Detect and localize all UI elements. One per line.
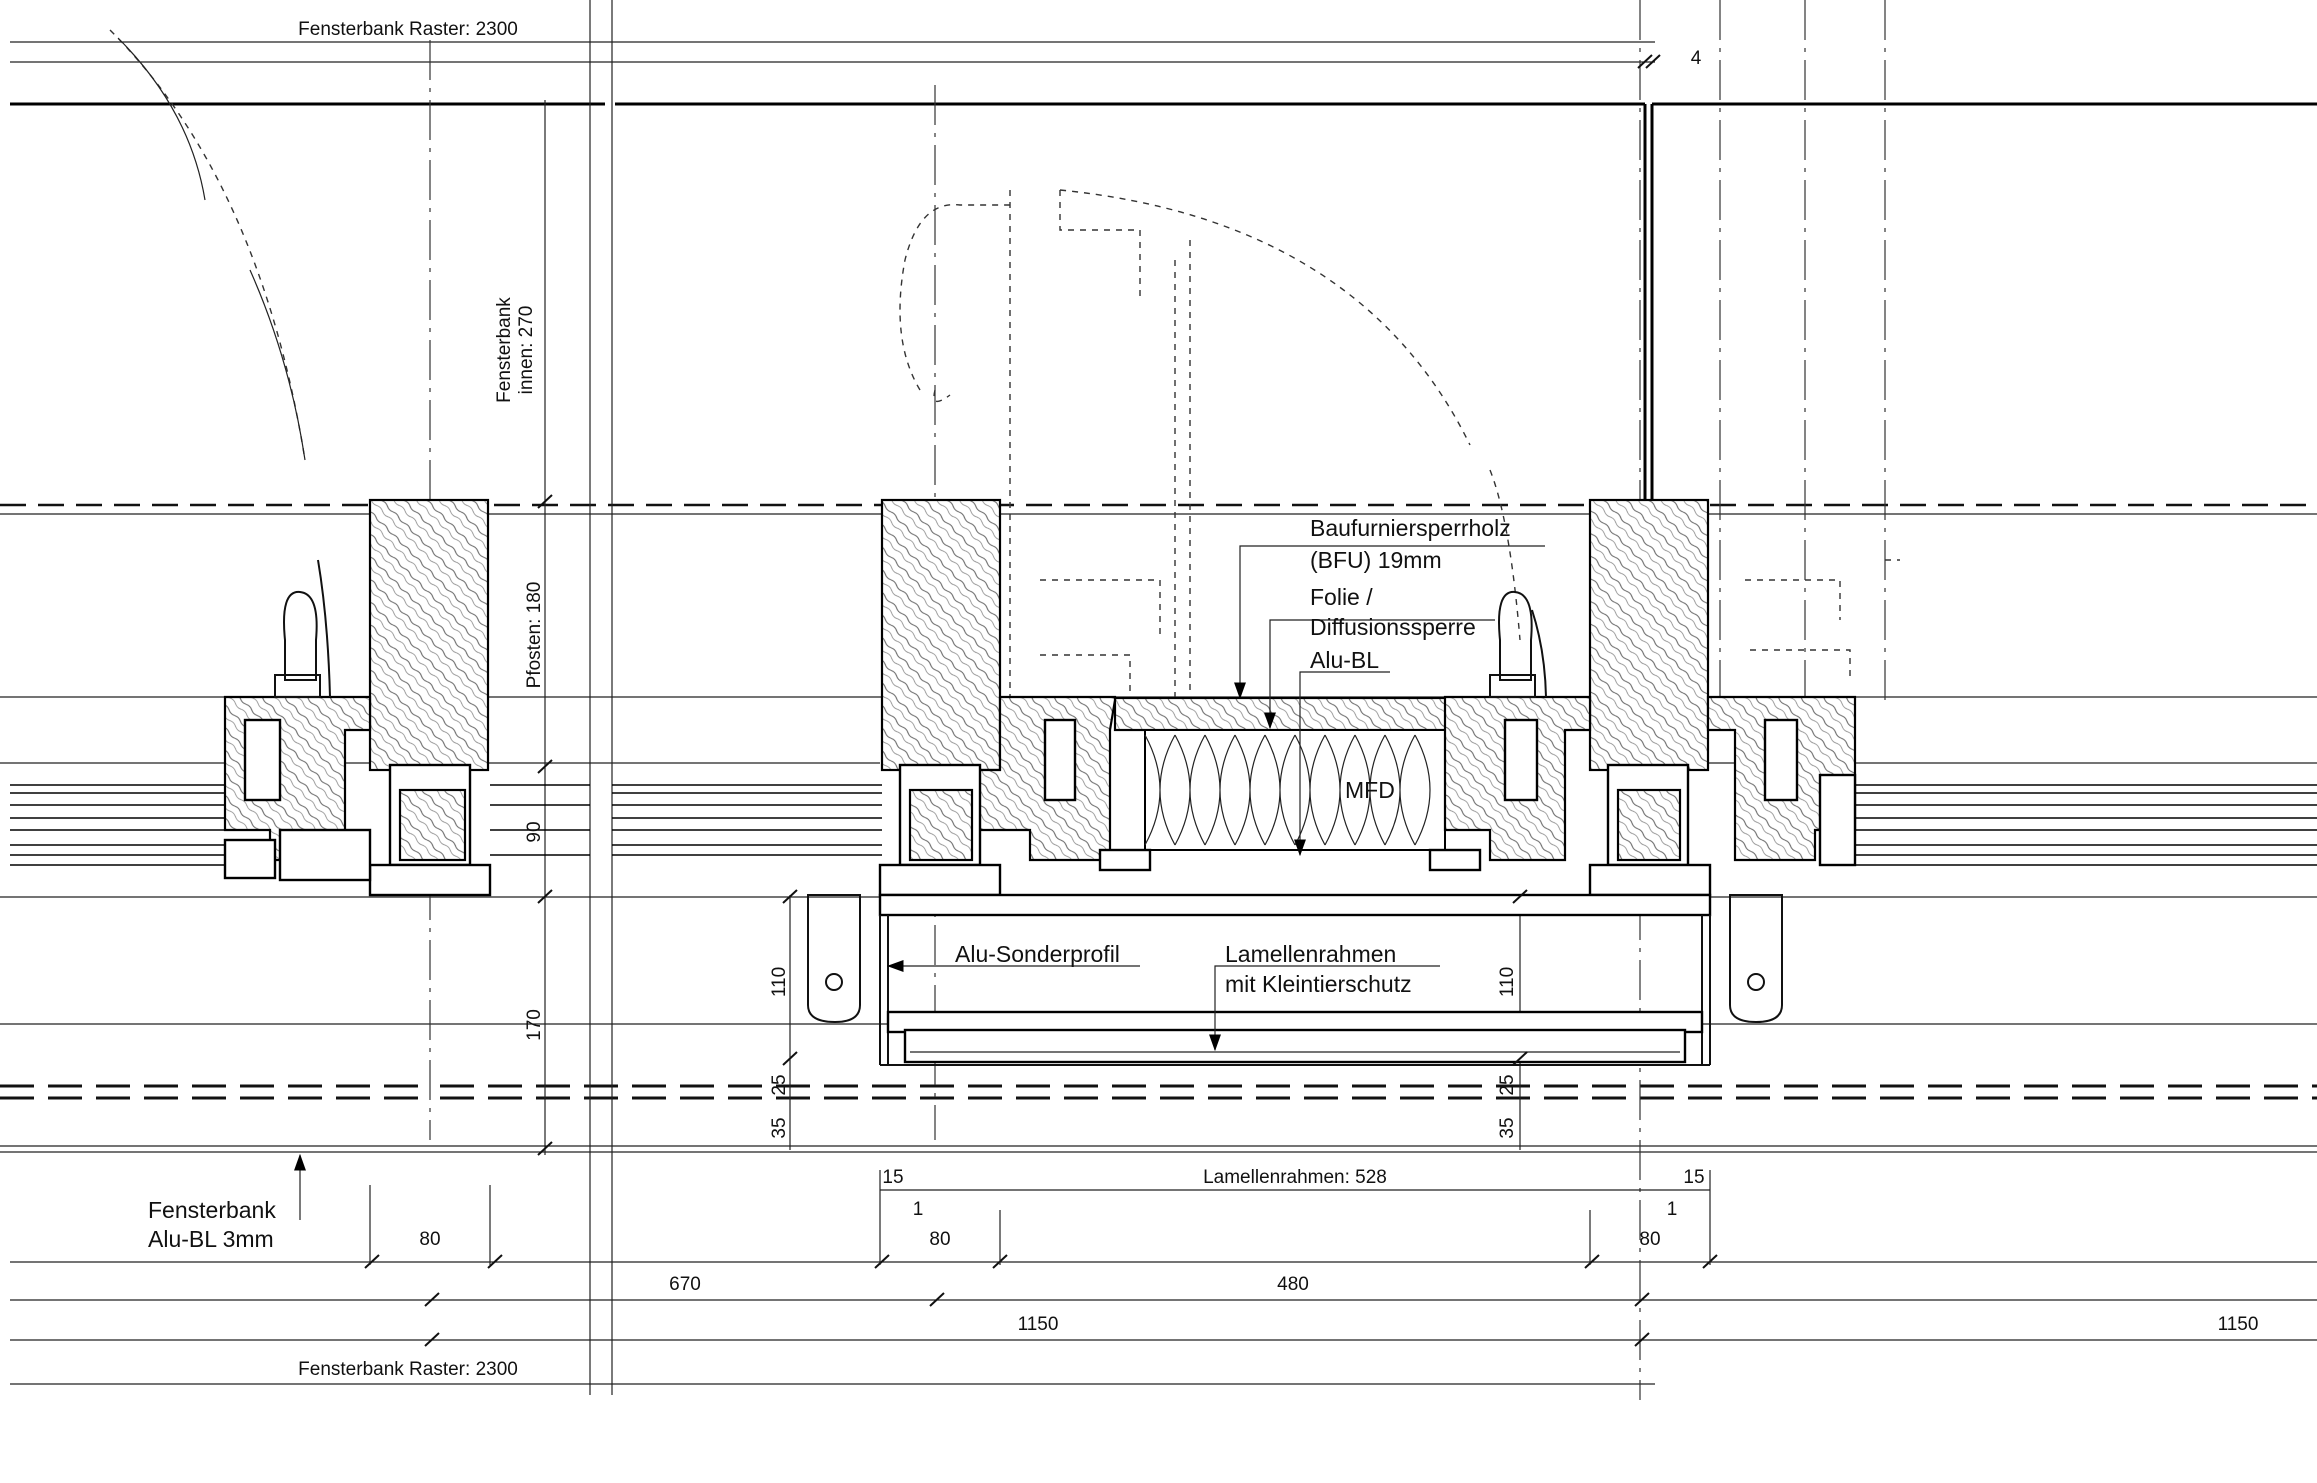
label-fensterbank-2: Alu-BL 3mm xyxy=(148,1226,274,1252)
dimension-ticks xyxy=(364,54,1718,1347)
leader-arrows xyxy=(294,545,1545,1220)
label-baufurnier-2: (BFU) 19mm xyxy=(1310,547,1442,573)
wood-post-center xyxy=(880,498,1002,772)
insulation-loops xyxy=(1144,734,1431,846)
mfd-insulation xyxy=(1144,729,1446,851)
dim-35-left: 35 xyxy=(769,1117,790,1138)
label-folie-2: Diffusionssperre xyxy=(1310,614,1476,640)
dim-170: 170 xyxy=(524,1009,545,1041)
dim-90: 90 xyxy=(524,821,545,842)
dim-1-left: 1 xyxy=(913,1199,924,1220)
dim-pfosten: Pfosten: 180 xyxy=(524,582,545,689)
label-alu-sonderprofil: Alu-Sonderprofil xyxy=(955,941,1120,967)
reference-lines xyxy=(0,0,2317,1400)
frame-profiles-right xyxy=(1706,695,1857,867)
window-handle-left xyxy=(283,590,318,681)
dim-80-c: 80 xyxy=(1639,1229,1660,1250)
dim-80-a: 80 xyxy=(419,1229,440,1250)
dim-lamellenrahmen: Lamellenrahmen: 528 xyxy=(1203,1167,1387,1188)
dim-1-right: 1 xyxy=(1667,1199,1678,1220)
dim-1150-a: 1150 xyxy=(1018,1314,1059,1335)
dim-fensterbank-innen-1: Fensterbank xyxy=(494,297,515,403)
window-handle-center xyxy=(1498,590,1533,681)
dim-15-left: 15 xyxy=(882,1167,903,1188)
label-mfd: MFD xyxy=(1345,777,1395,803)
open-sash-outline xyxy=(899,189,1900,700)
hinge-right xyxy=(1729,894,1783,1024)
hinge-left xyxy=(807,894,861,1024)
label-fensterbank-1: Fensterbank xyxy=(148,1197,276,1223)
dim-25-left: 25 xyxy=(769,1074,790,1095)
dim-raster-top: Fensterbank Raster: 2300 xyxy=(298,19,518,40)
frame-profiles-left xyxy=(223,559,492,897)
dim-1150-b: 1150 xyxy=(2218,1314,2259,1335)
dim-35-right: 35 xyxy=(1497,1117,1518,1138)
label-lamellen-1: Lamellenrahmen xyxy=(1225,941,1396,967)
label-folie-1: Folie / xyxy=(1310,584,1373,610)
dim-raster-bottom: Fensterbank Raster: 2300 xyxy=(298,1359,518,1380)
label-alu-bl: Alu-BL xyxy=(1310,647,1379,673)
dim-fensterbank-innen-2: innen: 270 xyxy=(516,306,537,395)
glazing-right xyxy=(1855,784,2317,866)
dim-gap-4: 4 xyxy=(1691,48,1702,69)
glazing-mid xyxy=(490,784,882,856)
label-lamellen-2: mit Kleintierschutz xyxy=(1225,971,1412,997)
frame-profiles-center xyxy=(878,590,1712,897)
wood-post-right xyxy=(1588,498,1710,772)
vent-frame xyxy=(878,893,1712,1066)
wood-post-left xyxy=(368,498,490,772)
dim-25-right: 25 xyxy=(1497,1074,1518,1095)
label-baufurnier-1: Baufurniersperrholz xyxy=(1310,515,1511,541)
dim-15-right: 15 xyxy=(1683,1167,1704,1188)
dim-110-right: 110 xyxy=(1497,967,1518,997)
dim-670: 670 xyxy=(669,1274,701,1295)
dim-110-left: 110 xyxy=(769,967,790,997)
dim-80-b: 80 xyxy=(929,1229,950,1250)
glazing-left xyxy=(10,784,225,866)
door-swing-arc-left xyxy=(109,29,306,461)
bfu-panel xyxy=(1113,696,1477,732)
dim-480: 480 xyxy=(1277,1274,1309,1295)
